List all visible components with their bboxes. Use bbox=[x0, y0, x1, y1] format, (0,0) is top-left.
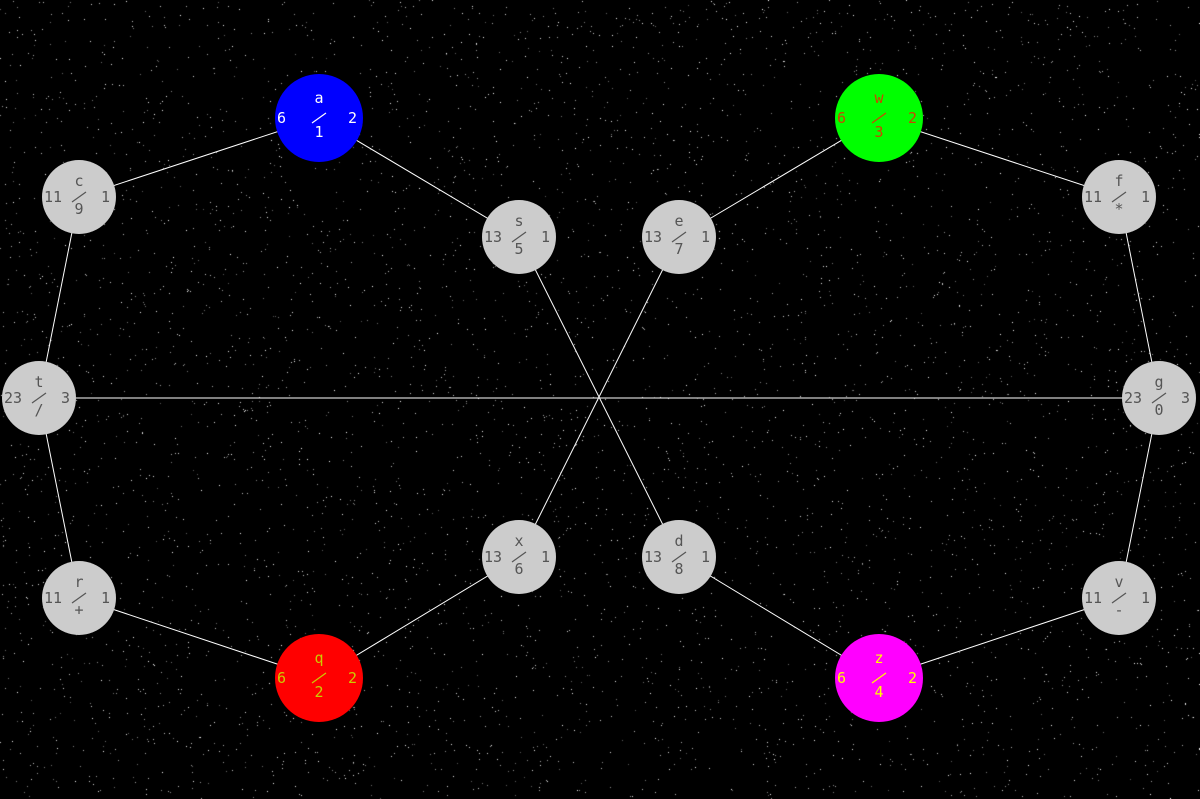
node-left-value: 13 bbox=[644, 228, 663, 246]
fraction-slash-icon bbox=[511, 231, 527, 243]
node-bottom-value: 3 bbox=[874, 123, 884, 142]
node-right-value: 1 bbox=[540, 548, 550, 566]
node-label: v bbox=[1114, 573, 1124, 592]
node-z[interactable]: z 6 2 4 bbox=[835, 634, 923, 722]
node-right-value: 1 bbox=[540, 228, 550, 246]
node-right-value: 1 bbox=[100, 188, 110, 206]
fraction-slash-icon bbox=[1151, 392, 1167, 404]
node-right-value: 2 bbox=[907, 109, 917, 127]
node-left-value: 13 bbox=[484, 228, 503, 246]
node-right-value: 1 bbox=[700, 228, 710, 246]
fraction-slash-icon bbox=[671, 231, 687, 243]
node-bottom-value: / bbox=[34, 400, 44, 419]
node-bottom-value: 8 bbox=[674, 559, 684, 578]
node-left-value: 6 bbox=[277, 669, 287, 687]
node-bottom-value: 7 bbox=[674, 239, 684, 258]
node-bottom-value: 1 bbox=[314, 123, 324, 142]
edge-e-x bbox=[518, 236, 680, 558]
node-left-value: 11 bbox=[44, 188, 63, 206]
node-label: d bbox=[674, 532, 684, 551]
node-bottom-value: 2 bbox=[314, 683, 324, 702]
fraction-slash-icon bbox=[1111, 592, 1127, 604]
node-label: s bbox=[514, 212, 524, 231]
node-right-value: 3 bbox=[60, 389, 70, 407]
node-left-value: 11 bbox=[1084, 589, 1103, 607]
node-right-value: 1 bbox=[1140, 589, 1150, 607]
node-right-value: 1 bbox=[700, 548, 710, 566]
node-bottom-value: + bbox=[74, 600, 84, 619]
node-right-value: 2 bbox=[907, 669, 917, 687]
node-bottom-value: 6 bbox=[514, 559, 524, 578]
node-label: z bbox=[874, 648, 884, 667]
fraction-slash-icon bbox=[71, 592, 87, 604]
fraction-slash-icon bbox=[511, 551, 527, 563]
node-right-value: 2 bbox=[347, 109, 357, 127]
node-bottom-value: 5 bbox=[514, 239, 524, 258]
node-label: r bbox=[74, 573, 84, 592]
node-right-value: 1 bbox=[1140, 188, 1150, 206]
node-right-value: 1 bbox=[100, 589, 110, 607]
node-left-value: 6 bbox=[837, 669, 847, 687]
node-label: w bbox=[874, 88, 884, 107]
fraction-slash-icon bbox=[71, 191, 87, 203]
fraction-slash-icon bbox=[1111, 191, 1127, 203]
node-bottom-value: - bbox=[1114, 600, 1124, 619]
fraction-slash-icon bbox=[671, 551, 687, 563]
fraction-slash-icon bbox=[871, 112, 887, 124]
node-right-value: 2 bbox=[347, 669, 357, 687]
fraction-slash-icon bbox=[311, 672, 327, 684]
fraction-slash-icon bbox=[31, 392, 47, 404]
node-label: t bbox=[34, 373, 44, 392]
node-bottom-value: * bbox=[1114, 199, 1124, 218]
node-right-value: 3 bbox=[1180, 389, 1190, 407]
node-left-value: 13 bbox=[484, 548, 503, 566]
node-left-value: 11 bbox=[44, 589, 63, 607]
node-a[interactable]: a 6 2 1 bbox=[275, 74, 363, 162]
node-left-value: 6 bbox=[277, 109, 287, 127]
node-bottom-value: 4 bbox=[874, 683, 884, 702]
node-q[interactable]: q 6 2 2 bbox=[275, 634, 363, 722]
node-label: c bbox=[74, 172, 84, 191]
node-t[interactable]: t 23 3 / bbox=[2, 361, 76, 435]
node-label: a bbox=[314, 88, 324, 107]
node-bottom-value: 9 bbox=[74, 199, 84, 218]
node-w[interactable]: w 6 2 3 bbox=[835, 74, 923, 162]
node-left-value: 23 bbox=[4, 389, 23, 407]
node-left-value: 23 bbox=[1124, 389, 1143, 407]
node-left-value: 13 bbox=[644, 548, 663, 566]
node-label: f bbox=[1114, 172, 1124, 191]
node-left-value: 6 bbox=[837, 109, 847, 127]
node-left-value: 11 bbox=[1084, 188, 1103, 206]
node-bottom-value: 0 bbox=[1154, 400, 1164, 419]
node-label: q bbox=[314, 648, 324, 667]
node-label: x bbox=[514, 532, 524, 551]
node-label: g bbox=[1154, 373, 1164, 392]
fraction-slash-icon bbox=[871, 672, 887, 684]
fraction-slash-icon bbox=[311, 112, 327, 124]
node-label: e bbox=[674, 212, 684, 231]
